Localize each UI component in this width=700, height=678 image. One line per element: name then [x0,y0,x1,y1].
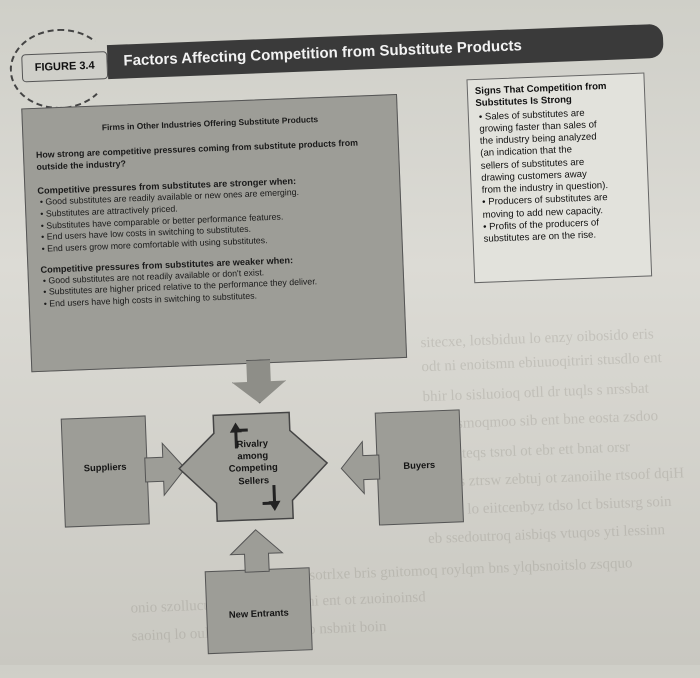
rivalry-arrowhead-top [229,422,242,433]
rivalry-shape [178,411,329,523]
rivalry-label: Rivalry among Competing Sellers [228,437,278,487]
arrow-entrants-to-rivalry [229,529,284,573]
rivalry-arrowhead-bottom [268,500,281,512]
arrow-suppliers-to-rivalry [144,441,186,497]
arrow-buyers-to-rivalry [340,440,381,495]
